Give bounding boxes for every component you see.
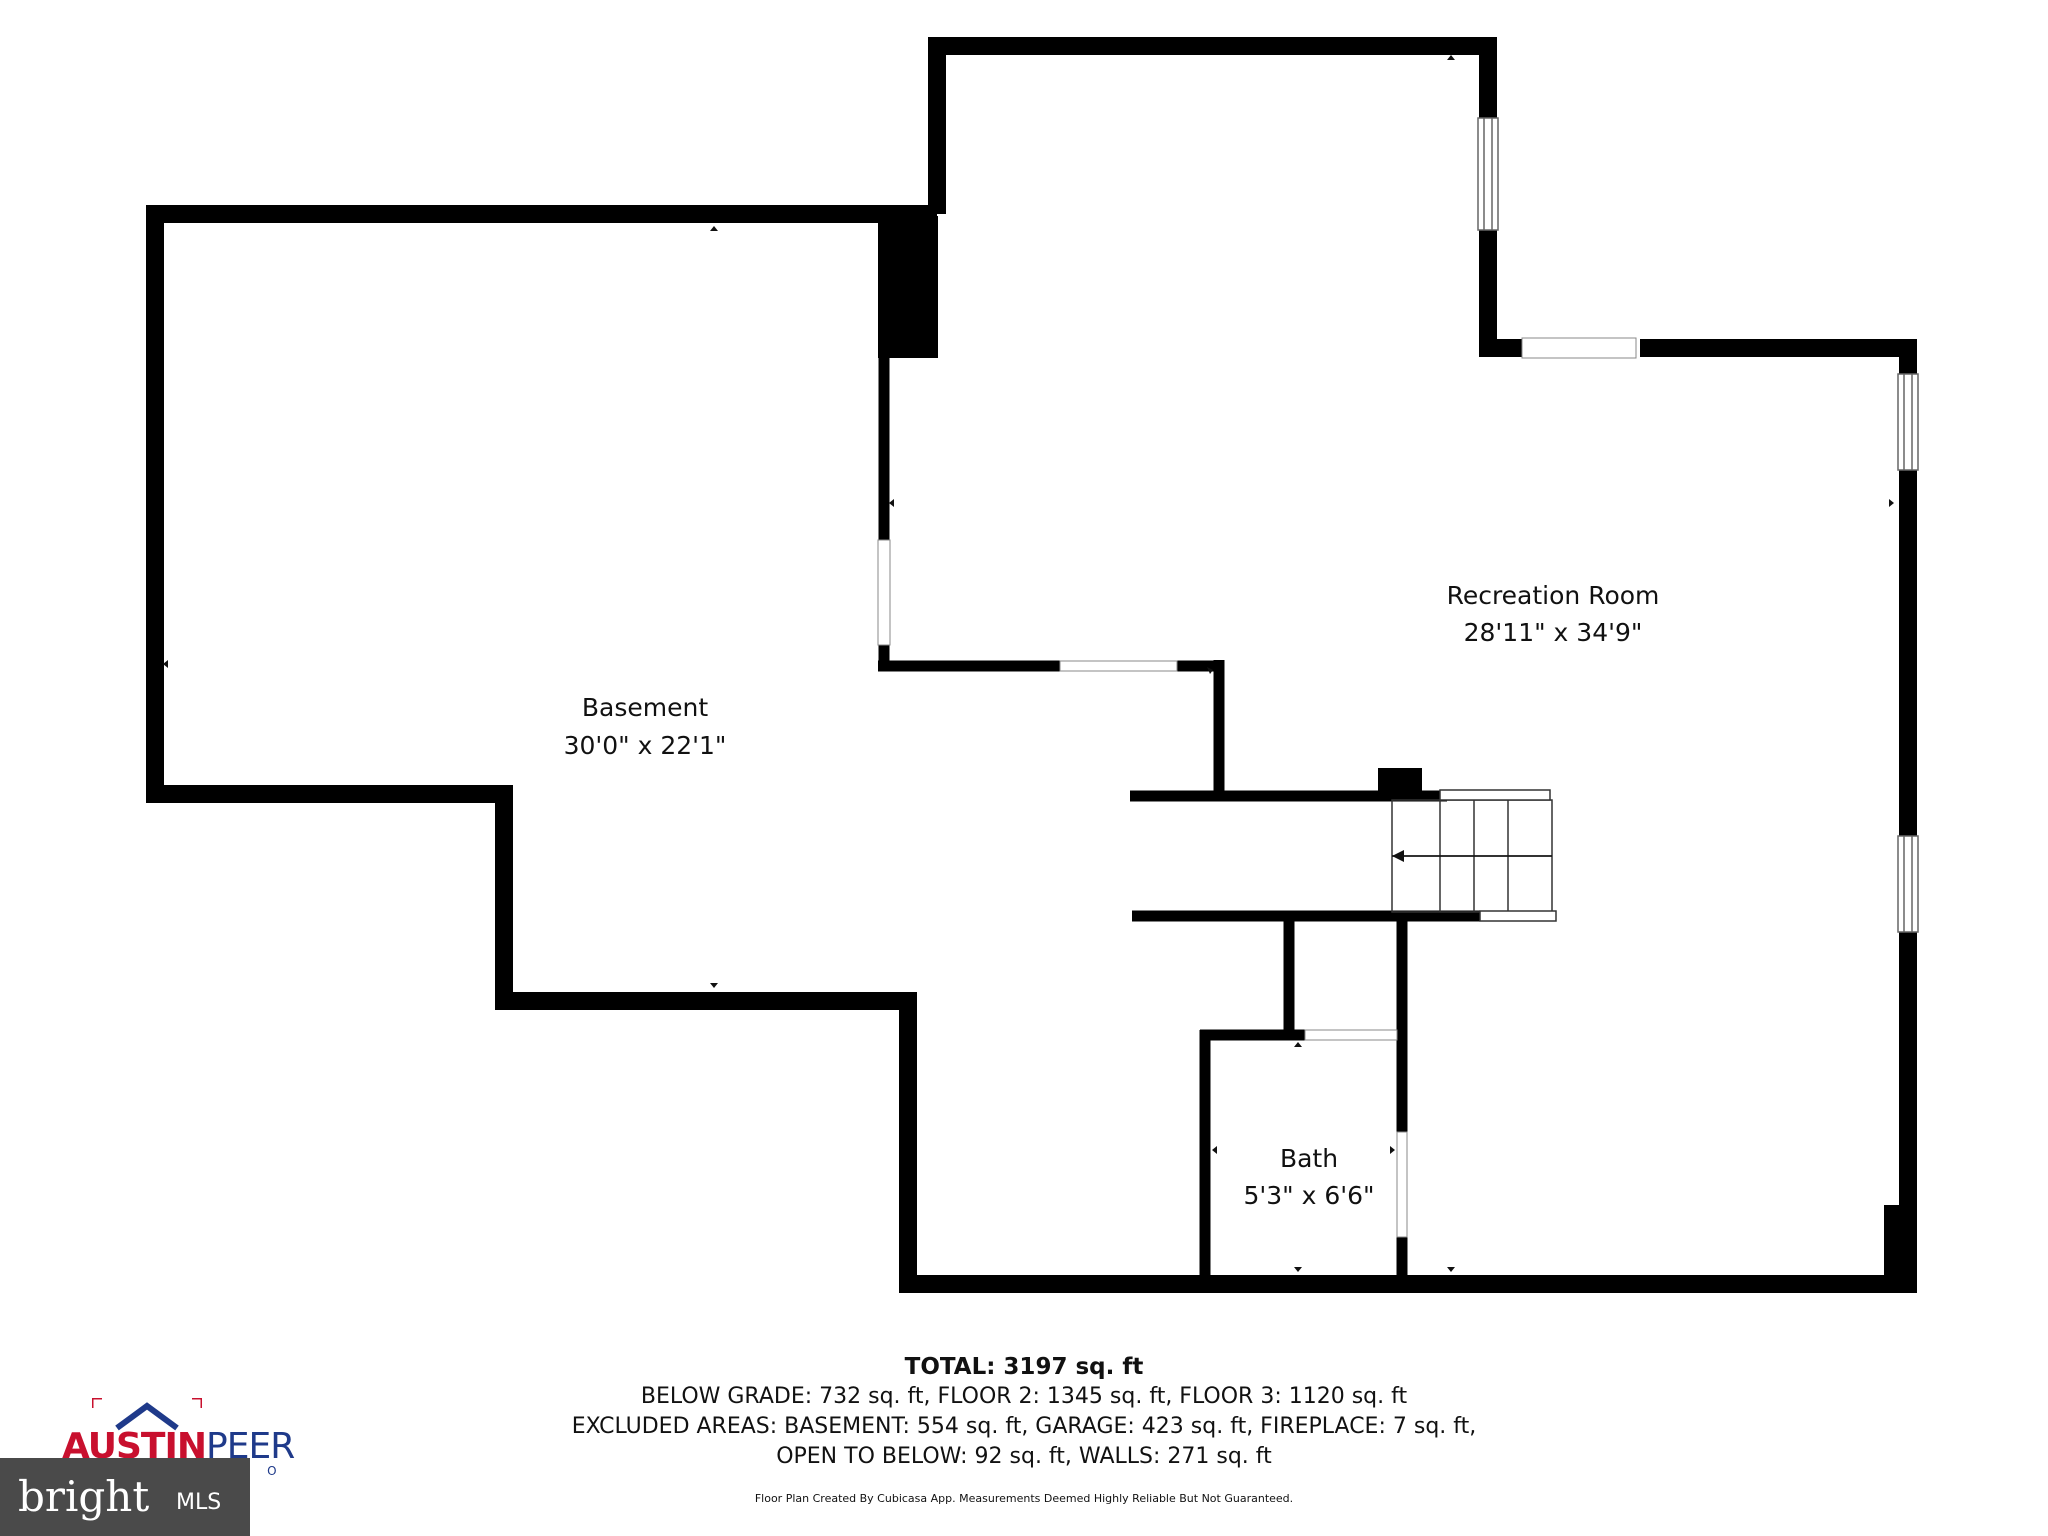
recreation-room-dims: 28'11" x 34'9" — [1464, 618, 1643, 647]
basement-outer-wall — [146, 205, 1917, 1293]
area-line-2: EXCLUDED AREAS: BASEMENT: 554 sq. ft, GA… — [571, 1414, 1477, 1439]
basement-dims: 30'0" x 22'1" — [564, 731, 727, 760]
windows — [1477, 117, 1919, 933]
basement-label: Basement — [582, 693, 708, 722]
mls-word: MLS — [176, 1490, 222, 1515]
bright-mls-watermark: bright MLS — [0, 1458, 250, 1536]
house-roof-icon — [92, 1398, 202, 1431]
marker-rec-right — [1889, 499, 1894, 507]
stair-arrow-icon — [1392, 850, 1552, 862]
window-rec-north — [1477, 117, 1499, 231]
total-area: TOTAL: 3197 sq. ft — [904, 1354, 1144, 1380]
chimney-block — [878, 216, 938, 358]
basement-doorway — [877, 539, 891, 646]
marker-bath-bottom — [1294, 1267, 1302, 1272]
floor-plan: Basement 30'0" x 22'1" Recreation Room 2… — [146, 37, 1919, 1293]
area-summary: TOTAL: 3197 sq. ft BELOW GRADE: 732 sq. … — [0, 1352, 2048, 1472]
corner-column — [1884, 1205, 1906, 1284]
bath-dims: 5'3" x 6'6" — [1243, 1181, 1374, 1210]
exterior-walls — [146, 37, 1917, 1293]
marker-hall-corner — [1207, 667, 1213, 674]
area-line-3: OPEN TO BELOW: 92 sq. ft, WALLS: 271 sq.… — [776, 1444, 1272, 1469]
area-line-1: BELOW GRADE: 732 sq. ft, FLOOR 2: 1345 s… — [640, 1384, 1408, 1409]
marker-bath-right — [1390, 1146, 1395, 1154]
window-rec-east-lower — [1897, 835, 1919, 933]
marker-basement-top — [710, 226, 718, 231]
openings — [877, 337, 1637, 1238]
marker-bath-top — [1294, 1042, 1302, 1047]
marker-rec-top — [1447, 55, 1455, 60]
marker-basement-left — [163, 660, 168, 668]
recreation-upper-wall — [928, 37, 1522, 357]
marker-bath-left — [1212, 1146, 1217, 1154]
dimension-markers — [163, 55, 1894, 1272]
recreation-room-label: Recreation Room — [1447, 581, 1660, 610]
disclaimer-footnote: Floor Plan Created By Cubicasa App. Meas… — [754, 1492, 1294, 1505]
rec-room-opening — [1521, 337, 1637, 359]
window-rec-east-upper — [1897, 373, 1919, 471]
marker-rec-bottom — [1447, 1267, 1455, 1272]
stair-post — [1378, 768, 1422, 798]
interior-walls — [878, 356, 1482, 1284]
bath-label: Bath — [1280, 1144, 1338, 1173]
marker-basement-bottom — [710, 983, 718, 988]
hall-doorway — [1059, 660, 1178, 672]
bright-word: bright — [18, 1472, 150, 1521]
bath-doorway — [1304, 1029, 1398, 1041]
closet-doorway — [1396, 1131, 1408, 1238]
marker-basement-divider — [889, 499, 894, 507]
